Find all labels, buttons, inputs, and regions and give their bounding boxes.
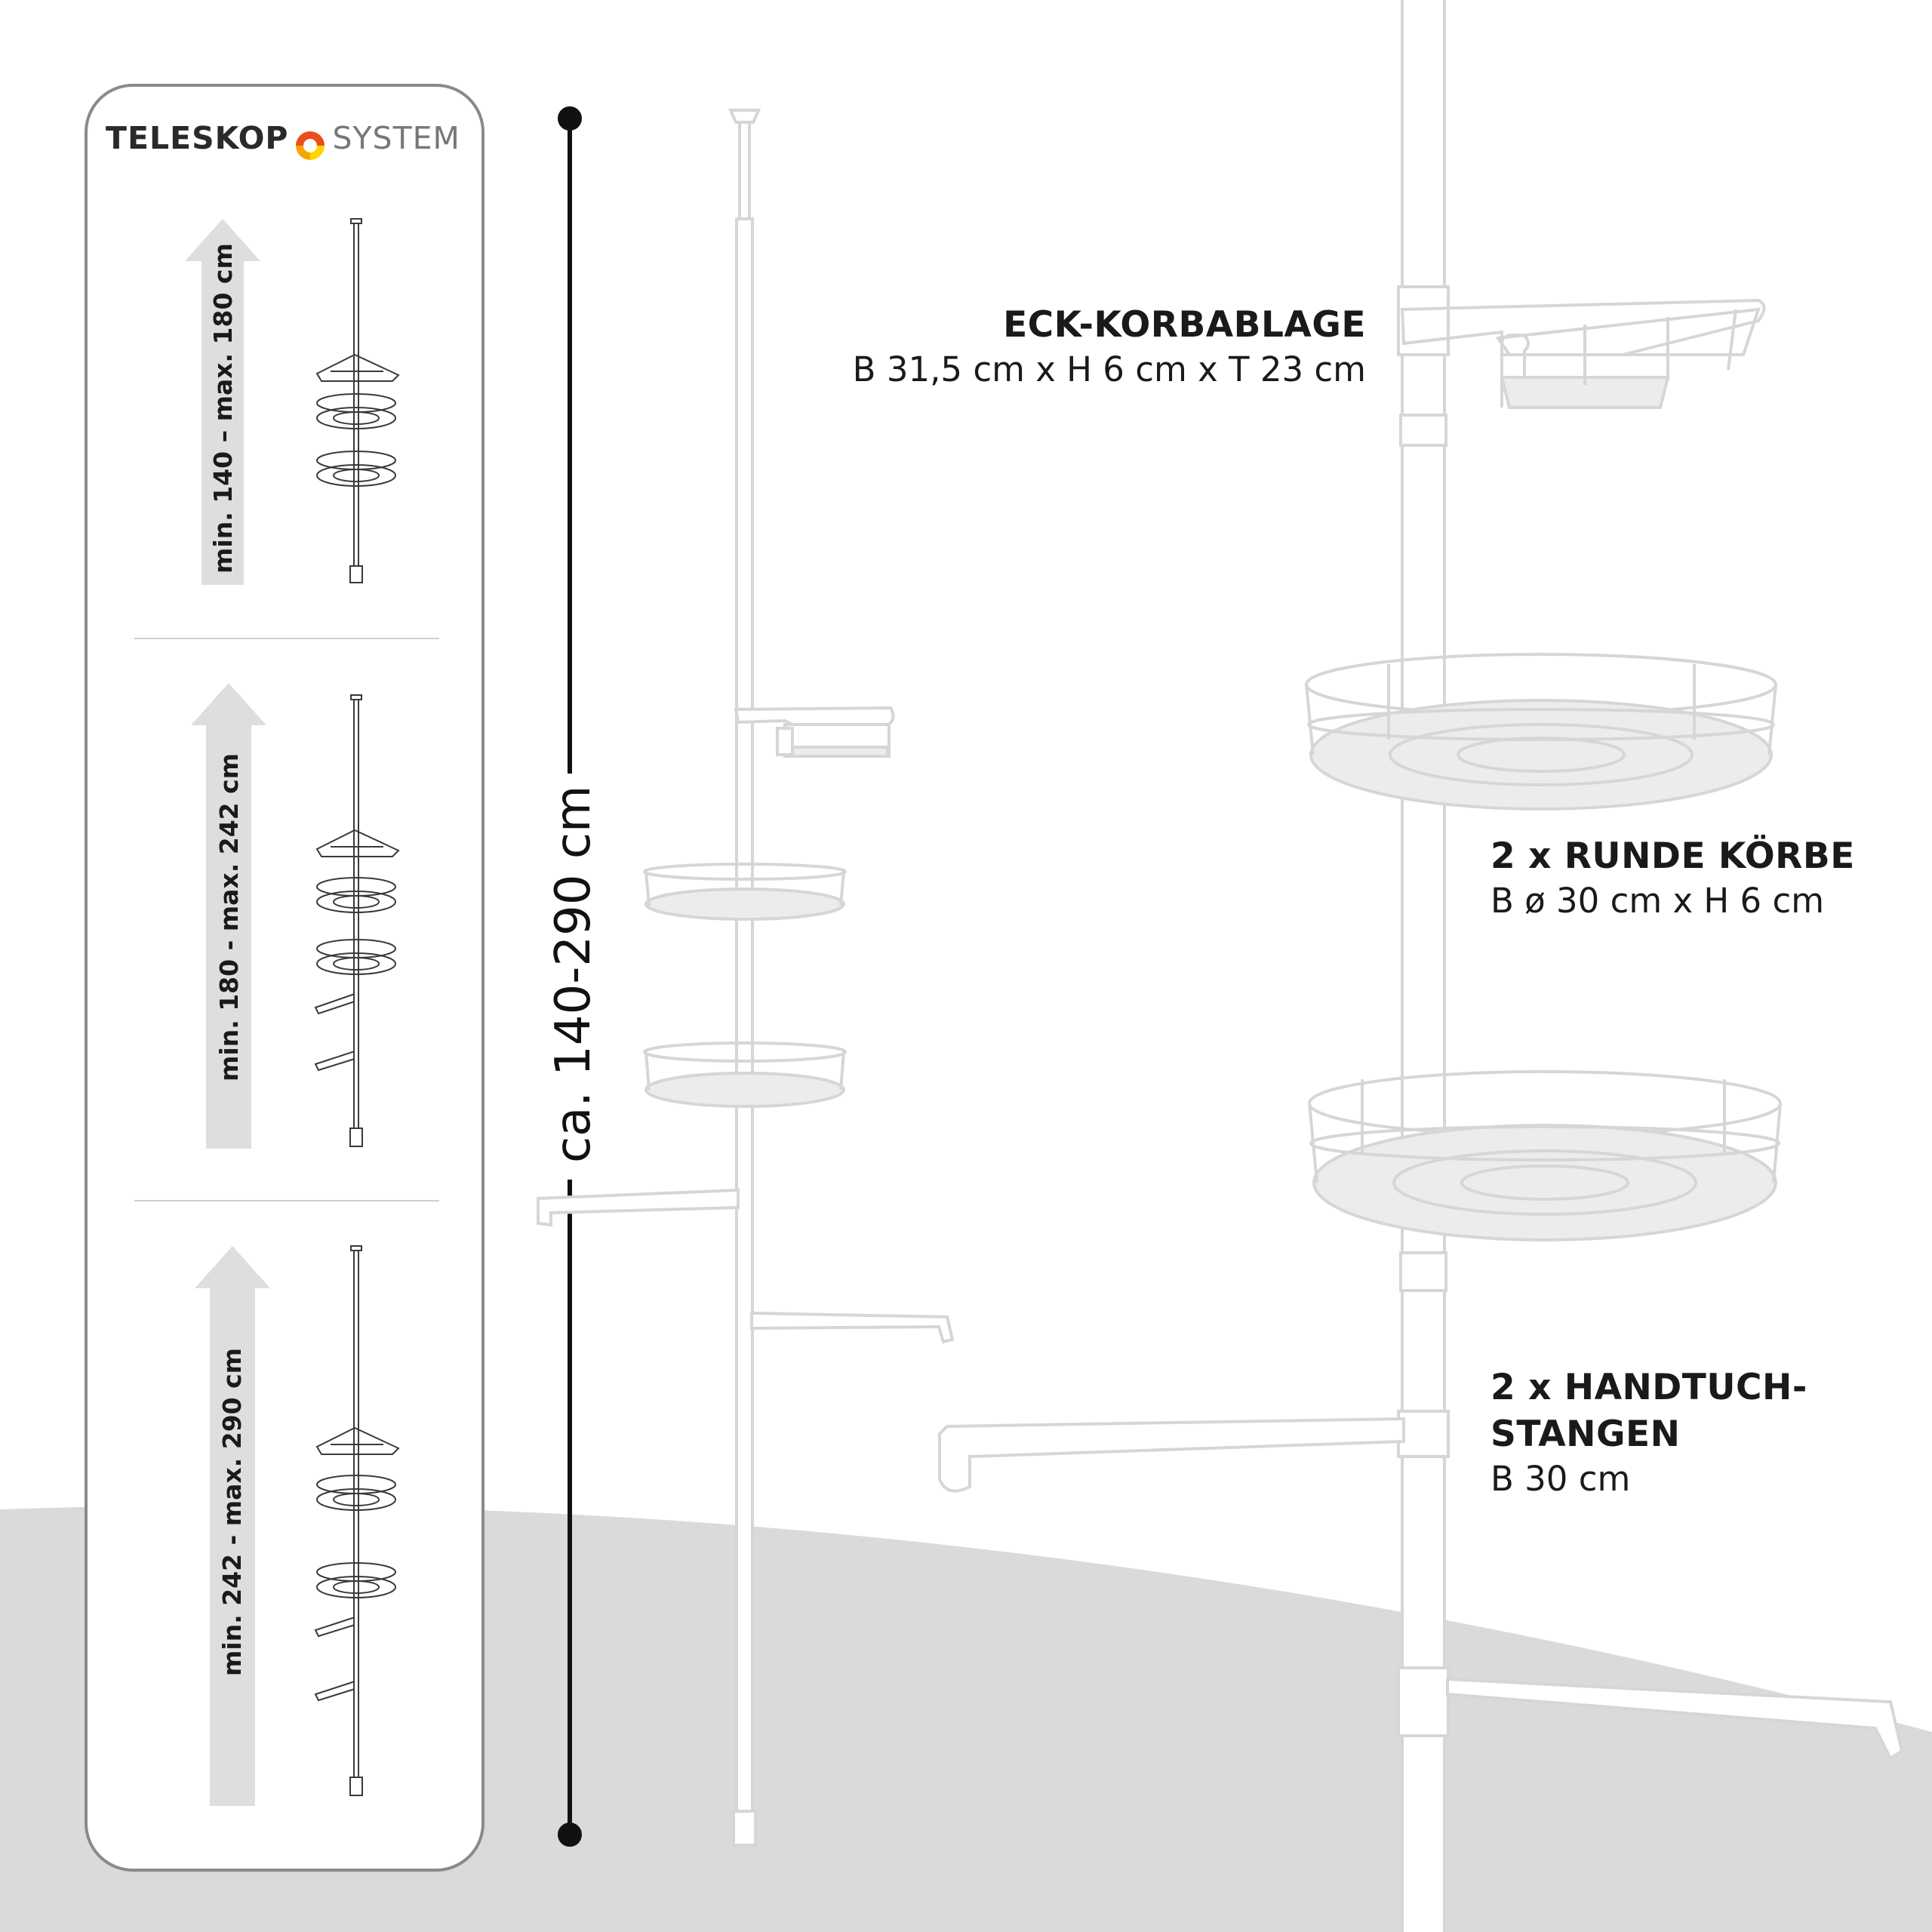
feature-towel-bars: 2 x HANDTUCH- STANGEN B 30 cm <box>1491 1364 1913 1500</box>
feature-round-baskets: 2 x RUNDE KÖRBE B ø 30 cm x H 6 cm <box>1491 833 1913 922</box>
telescope-mark-icon <box>296 131 325 160</box>
config-height-label: min. 180 - max. 242 cm <box>214 752 244 1081</box>
mini-pole-config-3 <box>314 1245 400 1796</box>
mini-pole-config-1 <box>315 218 400 583</box>
height-dimension-line <box>558 106 582 1847</box>
logo-word-1: TELESKOP <box>106 120 289 156</box>
logo-word-2: SYSTEM <box>332 120 460 156</box>
height-arrow <box>185 219 260 585</box>
height-arrow <box>191 683 266 1149</box>
towel-bar <box>938 1417 1405 1493</box>
product-close-up <box>938 0 1904 1932</box>
config-height-label: min. 140 – max. 180 cm <box>208 243 238 574</box>
teleskop-system-logo: TELESKOP SYSTEM <box>106 119 460 160</box>
towel-bar <box>1446 1677 1904 1761</box>
product-full-view <box>537 109 955 1847</box>
feature-title: ECK-KORBABLAGE <box>1003 304 1366 346</box>
feature-dimensions: B 30 cm <box>1491 1459 1631 1499</box>
info-panel-frame <box>85 84 485 1872</box>
total-height-label: ca. 140-290 cm <box>546 785 601 1163</box>
feature-dimensions: B ø 30 cm x H 6 cm <box>1491 881 1825 921</box>
config-height-label: min. 242 - max. 290 cm <box>217 1347 247 1676</box>
feature-title: 2 x HANDTUCH- STANGEN <box>1491 1367 1807 1455</box>
height-arrow <box>195 1246 270 1806</box>
mini-pole-config-2 <box>314 694 400 1147</box>
feature-title: 2 x RUNDE KÖRBE <box>1491 835 1855 877</box>
feature-corner-basket: ECK-KORBABLAGE B 31,5 cm x H 6 cm x T 23… <box>762 302 1366 391</box>
feature-dimensions: B 31,5 cm x H 6 cm x T 23 cm <box>852 349 1366 389</box>
